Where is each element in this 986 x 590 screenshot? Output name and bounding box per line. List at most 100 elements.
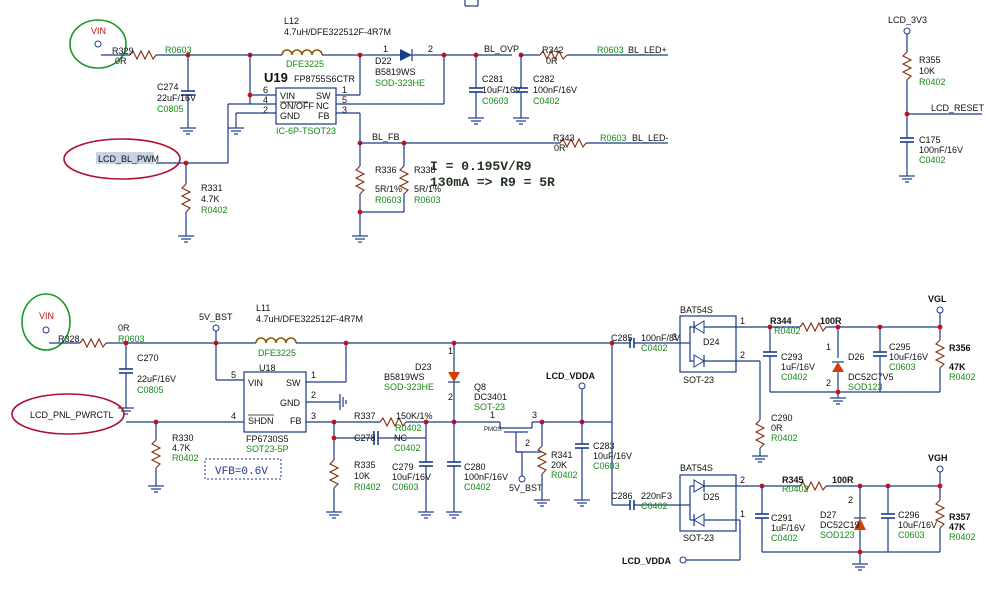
l11-inductor (255, 337, 297, 344)
r330-value: 4.7K (172, 443, 191, 453)
c175-pkg: C0402 (919, 155, 946, 165)
u18-pin-sw: SW (286, 378, 301, 388)
u18-p1: 1 (311, 370, 316, 380)
q8-name: Q8 (474, 382, 486, 392)
c274-value: 22uF/16V (157, 93, 196, 103)
c270-name: C270 (137, 353, 159, 363)
r343-value: 0R (554, 143, 566, 153)
d26-value: DC52C7V5 (848, 372, 894, 382)
r356-name: R356 (949, 343, 971, 353)
d23-pin2: 2 (448, 392, 453, 402)
c295-name: C295 (889, 342, 911, 352)
c290-value: 0R (771, 423, 783, 433)
c283-pkg: C0603 (593, 461, 620, 471)
note-resistor: 130mA => R9 = 5R (430, 175, 555, 190)
c286-pin: 3 (667, 491, 672, 501)
c290-name: C290 (771, 413, 793, 423)
u18-name: U18 (259, 363, 276, 373)
c295-value: 10uF/16V (889, 352, 928, 362)
d27-diode (854, 518, 866, 530)
bottom-section: VIN R328 0R R0603 C270 22uF/16V C0805 5V… (11, 293, 976, 571)
c274-pkg: C0805 (157, 104, 184, 114)
c270-value: 22uF/16V (137, 374, 176, 384)
vgl-label: VGL (928, 294, 947, 304)
c280-value: 100nF/16V (464, 472, 508, 482)
c282-value: 100nF/16V (533, 85, 577, 95)
l12-pkg: DFE3225 (286, 59, 324, 69)
d26-diode (832, 362, 844, 372)
d22-value: B5819WS (375, 67, 416, 77)
d25-part: BAT54S (680, 463, 713, 473)
r357-pkg: R0402 (949, 532, 976, 542)
lcd-bl-pwm-label[interactable]: LCD_BL_PWM (98, 154, 159, 164)
vgh-label: VGH (928, 453, 948, 463)
d25-name: D25 (703, 492, 720, 502)
r344-name: R344 (770, 316, 792, 326)
u19-pin-onoff: ON/OFF (280, 101, 314, 111)
u19-chip (275, 87, 337, 125)
c291-name: C291 (771, 513, 793, 523)
d27-value: DC52C19 (820, 520, 860, 530)
c291-value: 1uF/16V (771, 523, 805, 533)
c293-name: C293 (781, 352, 803, 362)
c293-pkg: C0402 (781, 372, 808, 382)
lcd-pnl-pwrctl-label[interactable]: LCD_PNL_PWRCTL (30, 410, 114, 420)
q8-pin3: 3 (532, 410, 537, 420)
u18-pin-gnd: GND (280, 398, 301, 408)
d26-pin1: 1 (826, 342, 831, 352)
bl-fb-label: BL_FB (372, 132, 400, 142)
u18-pin-fb: FB (290, 416, 302, 426)
d24-name: D24 (703, 337, 720, 347)
r344-value: 100R (820, 316, 842, 326)
c281-pkg: C0603 (482, 96, 509, 106)
r343-resistor (559, 137, 587, 149)
u19-part: FP8755S6CTR (294, 74, 356, 84)
r342-value: 0R (546, 56, 558, 66)
q8-pkg: SOT-23 (474, 402, 505, 412)
d22-diode (400, 49, 412, 61)
q8-pin2: 2 (525, 438, 530, 448)
r342-resistor (539, 49, 568, 61)
r338-resistor (398, 165, 410, 195)
d27-name: D27 (820, 510, 837, 520)
vfb-note: VFB=0.6V (215, 466, 268, 478)
c278-value: NC (394, 433, 407, 443)
d24-part: BAT54S (680, 305, 713, 315)
r330-name: R330 (172, 433, 194, 443)
top-section: VIN R329 0R R0603 C274 22uF/16V C0805 L1… (63, 0, 669, 243)
d23-value: B5819WS (384, 372, 425, 382)
l12-inductor (281, 49, 323, 56)
vin-circle-bottom (21, 293, 71, 351)
r345-resistor (799, 480, 827, 492)
r335-resistor (328, 459, 340, 489)
note-current: I = 0.195V/R9 (430, 159, 532, 174)
r357-name: R357 (949, 512, 971, 522)
r345-value: 100R (832, 475, 854, 485)
d26-pkg: SOD123 (848, 382, 883, 392)
d27-pin2: 2 (848, 495, 853, 505)
r337-value: 150K/1% (396, 411, 433, 421)
reset-section: LCD_3V3 R355 10K R0402 LCD_RESET C175 10… (888, 15, 985, 183)
u19-pin-nc: NC (316, 101, 329, 111)
d22-pin2: 2 (428, 44, 433, 54)
c282-name: C282 (533, 74, 555, 84)
d23-name: D23 (415, 362, 432, 372)
r356-pkg: R0402 (949, 372, 976, 382)
r345-name: R345 (782, 475, 804, 485)
u19-p2: 2 (263, 105, 268, 115)
l12-name: L12 (284, 16, 299, 26)
q8-pin1: 1 (490, 410, 495, 420)
r336-value: 5R/1% (375, 184, 402, 194)
c280-name: C280 (464, 462, 486, 472)
r355-value: 10K (919, 66, 935, 76)
v5-bst-label-top: 5V_BST (199, 312, 233, 322)
u18-pkg: SOT23-5P (246, 444, 289, 454)
r331-pkg: R0402 (201, 205, 228, 215)
r328-value: 0R (118, 323, 130, 333)
r331-name: R331 (201, 183, 223, 193)
r328-name: R328 (58, 334, 80, 344)
d23-diode (448, 372, 460, 382)
c296-name: C296 (898, 510, 920, 520)
